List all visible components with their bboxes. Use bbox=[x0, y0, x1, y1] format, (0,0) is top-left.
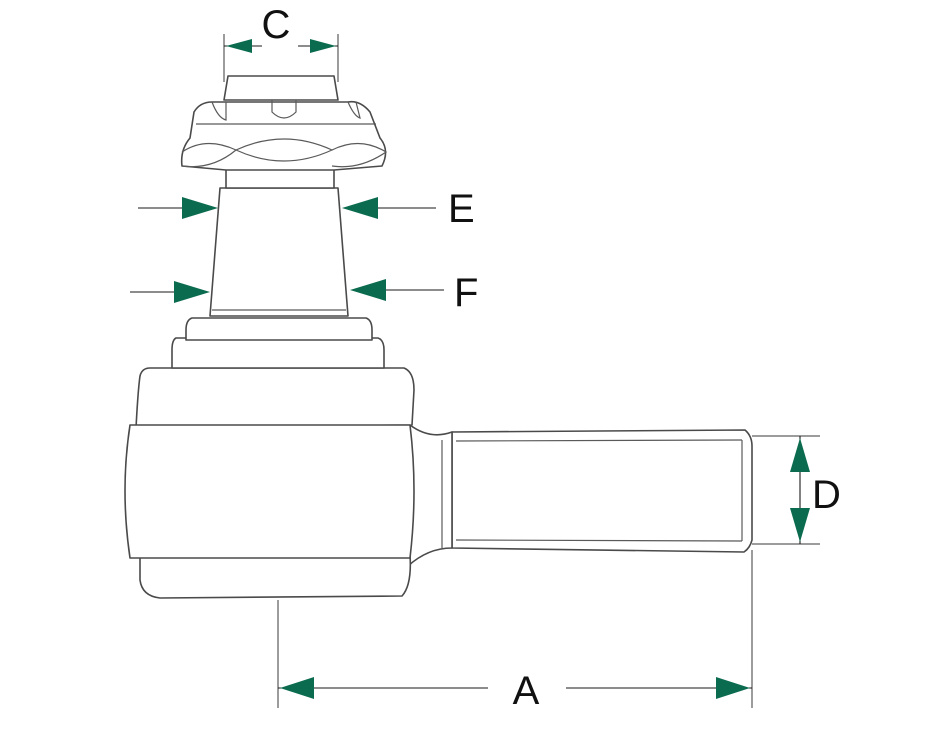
threaded-shank bbox=[451, 429, 753, 553]
housing-body bbox=[124, 424, 415, 559]
nut-notch-left bbox=[211, 101, 227, 121]
dimension-d-arrow-bottom bbox=[790, 508, 810, 542]
dimension-a-label: A bbox=[513, 669, 540, 713]
dimension-e: E bbox=[138, 187, 475, 231]
dimension-f-arrow-left bbox=[174, 281, 210, 303]
tapered-stud bbox=[209, 187, 349, 317]
nut-face-right bbox=[331, 142, 388, 168]
nut-notch-right bbox=[347, 101, 361, 119]
dimension-d-label: D bbox=[812, 473, 841, 517]
dust-boot-collar bbox=[171, 337, 385, 369]
cotter-slot bbox=[271, 100, 297, 119]
dimension-f-arrow-right bbox=[350, 279, 386, 301]
boot-ring bbox=[185, 317, 373, 341]
dimension-f: F bbox=[130, 271, 478, 315]
nut-crown bbox=[223, 75, 339, 101]
dimension-e-label: E bbox=[448, 187, 475, 231]
dimension-a: A bbox=[277, 550, 753, 713]
shank-neck bbox=[407, 424, 453, 567]
thread-line-bottom bbox=[455, 539, 743, 542]
body-bottom-lip bbox=[139, 554, 412, 599]
dimension-e-arrow-right bbox=[342, 197, 378, 219]
dimension-d-arrow-top bbox=[790, 438, 810, 472]
dimension-d: D bbox=[752, 435, 841, 545]
dimension-f-label: F bbox=[454, 271, 478, 315]
dimension-c-label: C bbox=[262, 3, 291, 47]
dimension-e-arrow-left bbox=[182, 197, 218, 219]
castle-nut bbox=[180, 100, 387, 171]
dimension-c-arrow-right bbox=[310, 39, 336, 53]
dimension-a-arrow-left bbox=[280, 677, 314, 699]
tie-rod-end-part bbox=[124, 75, 753, 599]
dimension-c-arrow-left bbox=[226, 39, 252, 53]
body-top-shoulder bbox=[135, 367, 415, 429]
thread-line-top bbox=[455, 439, 743, 442]
dimension-c: C bbox=[223, 3, 339, 82]
dimensions: C E F D bbox=[130, 3, 841, 713]
dimension-a-arrow-right bbox=[716, 677, 750, 699]
washer bbox=[225, 167, 335, 189]
